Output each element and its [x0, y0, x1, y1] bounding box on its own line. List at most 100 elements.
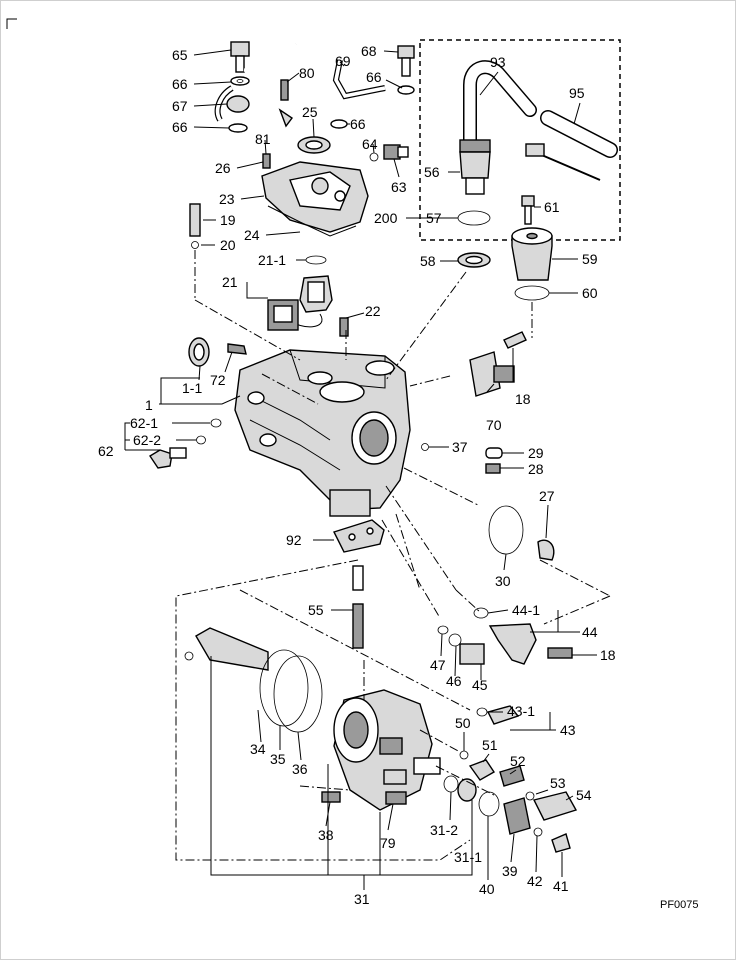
- callout-31: 31: [354, 891, 370, 907]
- valve-54: [532, 791, 578, 821]
- callout-29: 29: [528, 445, 544, 461]
- callout-66: 66: [172, 76, 188, 92]
- callout-22: 22: [365, 303, 381, 319]
- spring-52: [499, 765, 525, 787]
- callout-46: 46: [446, 673, 462, 689]
- callout-81: 81: [255, 131, 271, 147]
- callout-57: 57: [426, 210, 442, 226]
- key-72: [227, 343, 247, 355]
- callout-69: 69: [335, 53, 351, 69]
- callout-63: 63: [391, 179, 407, 195]
- callout-66: 66: [366, 69, 382, 85]
- callout-38: 38: [318, 827, 334, 843]
- banjo-67: [226, 95, 250, 113]
- callout-54: 54: [576, 787, 592, 803]
- ring-36: [273, 655, 323, 733]
- callout-55: 55: [308, 602, 324, 618]
- pin-19: [189, 203, 201, 237]
- callout-64: 64: [362, 136, 378, 152]
- callout-41: 41: [553, 878, 569, 894]
- bolt-79: [385, 791, 407, 805]
- callout-200: 200: [374, 210, 398, 226]
- washer-66: [230, 76, 250, 86]
- key-28: [485, 463, 501, 474]
- callout-26: 26: [215, 160, 231, 176]
- drive-shaft-34: [195, 627, 269, 671]
- plug-45: [459, 643, 485, 665]
- callout-24: 24: [244, 227, 260, 243]
- callout-45: 45: [472, 677, 488, 693]
- callout-43-1: 43-1: [507, 703, 535, 719]
- rod-55: [352, 603, 364, 649]
- leader-lines: [124, 49, 597, 890]
- right-upper-parts: [457, 195, 553, 301]
- callout-61: 61: [544, 199, 560, 215]
- o-ring-60: [514, 285, 550, 301]
- callout-18: 18: [600, 647, 616, 663]
- gasket-30: [488, 505, 524, 555]
- callout-79: 79: [380, 835, 396, 851]
- callout-28: 28: [528, 461, 544, 477]
- pump-head-31: [333, 689, 441, 811]
- callout-62-2: 62-2: [133, 432, 161, 448]
- screw-41: [551, 833, 571, 853]
- callout-labels: 65 66 67 66 80 69 68 66 25 66 81 64 26 6…: [98, 43, 699, 911]
- callout-30: 30: [495, 573, 511, 589]
- callout-68: 68: [361, 43, 377, 59]
- callout-72: 72: [210, 372, 226, 388]
- pump-housing-1: [234, 349, 411, 517]
- callout-18: 18: [515, 391, 531, 407]
- callout-51: 51: [482, 737, 498, 753]
- callout-39: 39: [502, 863, 518, 879]
- callout-23: 23: [219, 191, 235, 207]
- callout-31-2: 31-2: [430, 822, 458, 838]
- callout-21-1: 21-1: [258, 252, 286, 268]
- corner-mark: [6, 18, 17, 29]
- callout-53: 53: [550, 775, 566, 791]
- callout-36: 36: [292, 761, 308, 777]
- callout-60: 60: [582, 285, 598, 301]
- callout-92: 92: [286, 532, 302, 548]
- callout-34: 34: [250, 741, 266, 757]
- ring-35: [259, 649, 309, 727]
- callout-80: 80: [299, 65, 315, 81]
- callout-62: 62: [98, 443, 114, 459]
- callout-70: 70: [486, 417, 502, 433]
- callout-1: 1: [145, 397, 153, 413]
- callout-25: 25: [302, 104, 318, 120]
- callout-66: 66: [172, 119, 188, 135]
- callout-21: 21: [222, 274, 238, 290]
- fitting-43: [486, 705, 520, 725]
- callout-67: 67: [172, 98, 188, 114]
- callout-1-1: 1-1: [182, 380, 202, 396]
- callout-40: 40: [479, 881, 495, 897]
- callout-93: 93: [490, 54, 506, 70]
- sensor-56: [459, 139, 491, 153]
- solenoid-21: [267, 255, 349, 337]
- bolt-65: [230, 41, 250, 57]
- alignment-lines: [175, 250, 611, 861]
- fitting-62: [149, 449, 173, 469]
- callout-35: 35: [270, 751, 286, 767]
- clip-27: [537, 539, 555, 561]
- callout-44: 44: [582, 624, 598, 640]
- plate-92: [333, 519, 385, 553]
- callout-42: 42: [527, 873, 543, 889]
- callout-47: 47: [430, 657, 446, 673]
- callout-27: 27: [539, 488, 555, 504]
- callout-59: 59: [582, 251, 598, 267]
- callout-62-1: 62-1: [130, 415, 158, 431]
- callout-66: 66: [350, 116, 366, 132]
- callout-31-1: 31-1: [454, 849, 482, 865]
- governor-cover-assembly: [189, 41, 415, 249]
- drawing-code: PF0075: [660, 899, 699, 911]
- callout-52: 52: [510, 753, 526, 769]
- nut-39: [503, 797, 531, 835]
- callout-65: 65: [172, 47, 188, 63]
- callout-20: 20: [220, 237, 236, 253]
- callout-19: 19: [220, 212, 236, 228]
- callout-56: 56: [424, 164, 440, 180]
- callout-43: 43: [560, 722, 576, 738]
